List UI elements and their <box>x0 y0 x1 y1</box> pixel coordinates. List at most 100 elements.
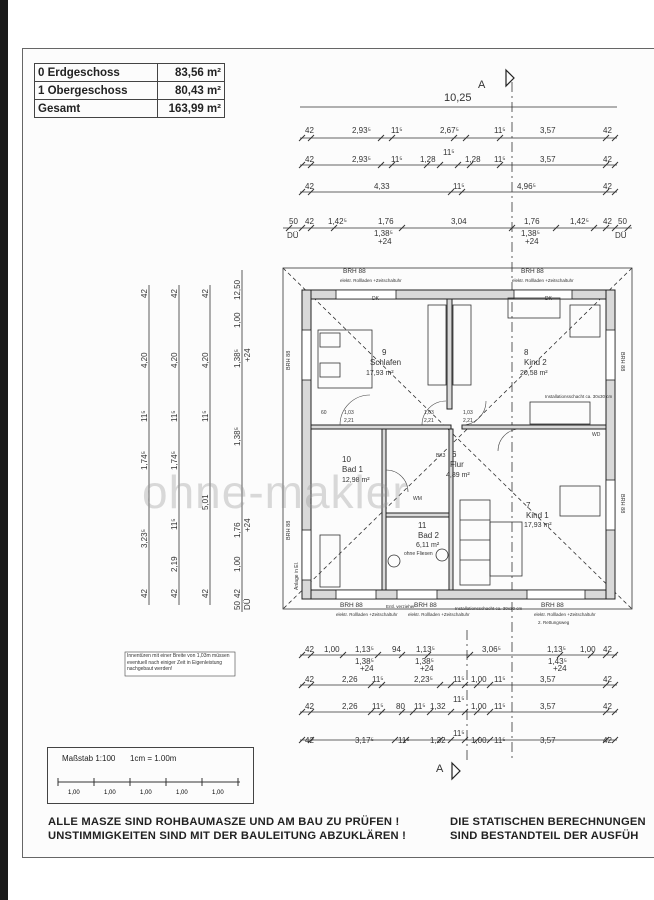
dimension-tick <box>552 224 560 232</box>
room-number: 6 <box>452 450 457 459</box>
room-number: 9 <box>382 348 387 357</box>
top-dim: 1,76 <box>378 217 394 226</box>
bottom-dim: 3,06⁵ <box>482 645 501 654</box>
top-dim: 1,38⁵ <box>374 229 393 238</box>
bottom-dim: 2,26 <box>342 675 358 684</box>
left-dim: 11⁵ <box>170 518 179 530</box>
dimension-tick <box>602 224 610 232</box>
bottom-dim: 42 <box>603 645 612 654</box>
section-marker-top: A <box>478 79 486 91</box>
dimension-tick <box>298 161 306 169</box>
room-area: 20,58 m² <box>520 370 548 377</box>
top-dim: 11⁵ <box>494 155 506 164</box>
top-dim: 2,93⁵ <box>352 126 371 135</box>
brh-label: BRH 88 <box>343 268 366 275</box>
door-width: 1,03 <box>463 410 473 416</box>
top-dim: 42 <box>603 126 612 135</box>
dimension-tick <box>447 188 455 196</box>
dimension-tick <box>466 651 474 659</box>
dimension-tick <box>462 134 470 142</box>
furniture <box>317 297 601 588</box>
top-dim: DÜ <box>615 231 627 240</box>
wm-label: WM <box>413 496 422 502</box>
bottom-dim: 42 <box>305 702 314 711</box>
room-area: 17,93 m² <box>524 522 552 529</box>
ohne-fliesen-label: ohne Fliesen <box>404 551 433 557</box>
brh-side-label: BRH 88 <box>286 521 292 540</box>
dimension-tick <box>307 651 315 659</box>
dimension-tick <box>466 161 474 169</box>
dimension-tick <box>298 708 306 716</box>
area-value: 163,99 m² <box>157 99 225 118</box>
door-height: 2,21 <box>463 418 473 424</box>
bottom-dim: 1,00 <box>471 736 487 745</box>
left-dim: 42 <box>201 589 210 598</box>
room-name: Kind 2 <box>524 358 547 367</box>
top-dim: 42 <box>603 217 612 226</box>
walls <box>301 289 616 600</box>
dimension-tick <box>398 224 406 232</box>
door-width: 1,03 <box>424 410 434 416</box>
dimension-tick <box>454 161 462 169</box>
bottom-dim: 3,57 <box>540 702 556 711</box>
bottom-dim: 1,00 <box>580 645 596 654</box>
bottom-dim: +24 <box>420 664 434 673</box>
dimension-tick <box>447 681 455 689</box>
bk3-label: BK3 <box>436 453 446 459</box>
top-dim: 4,96⁵ <box>517 182 536 191</box>
brh-label: BRH 88 <box>414 602 437 609</box>
room-area: 4,89 m² <box>446 472 470 479</box>
rollladen-label: elektr. Rollladen +Zeitschaltuhr <box>408 612 470 617</box>
dimension-tick <box>298 736 306 744</box>
bottom-dim: 11⁵ <box>398 736 410 745</box>
bottom-dim: 1,32 <box>430 702 446 711</box>
dimension-tick <box>461 708 469 716</box>
top-dim: 2,67⁵ <box>440 126 459 135</box>
dimension-tick <box>611 188 619 196</box>
dimension-tick <box>367 681 375 689</box>
left-dim: 42 <box>170 289 179 298</box>
scale-label: Maßstab 1:100 <box>62 754 116 763</box>
footer-line: SIND BESTANDTEIL DER AUSFÜH <box>450 830 639 842</box>
bottom-dim: 11⁵ <box>453 729 465 738</box>
scale-tick: 1,00 <box>176 790 188 796</box>
top-dim: 1,28 <box>420 155 436 164</box>
room-number: 11 <box>418 521 427 530</box>
dimension-tick <box>388 161 396 169</box>
bottom-dim: 1,43⁵ <box>548 657 567 666</box>
dimension-tick <box>458 188 466 196</box>
bottom-dim: 42 <box>305 736 314 745</box>
left-dim: DÜ <box>243 598 252 610</box>
bottom-dim: 11⁵ <box>414 702 426 711</box>
install-shaft-label: Installationsschacht ca. 30x30 cm <box>455 606 523 611</box>
dimension-tick <box>423 161 431 169</box>
top-dim: 42 <box>305 126 314 135</box>
bottom-dim: 42 <box>305 675 314 684</box>
dimension-tick <box>398 651 406 659</box>
bottom-dim: 1,38⁵ <box>415 657 434 666</box>
dimension-tick <box>377 161 385 169</box>
dimension-tick <box>587 651 595 659</box>
scale-tick: 1,00 <box>212 790 224 796</box>
scan-edge <box>0 0 8 900</box>
top-dim: 1,38⁵ <box>521 229 540 238</box>
left-dim: 4,20 <box>170 352 179 368</box>
top-dim: 3,57 <box>540 126 556 135</box>
top-dim: 11⁵ <box>443 148 455 157</box>
left-dim: 1,74⁵ <box>140 451 149 470</box>
left-dim: 2,19 <box>170 556 179 572</box>
wd-label: WD <box>592 432 601 438</box>
rollladen-label: elektr. Rollladen +Zeitschaltuhr <box>340 278 402 283</box>
door-60: 60 <box>321 410 327 416</box>
door-height: 2,21 <box>344 418 354 424</box>
bottom-dim: +24 <box>553 664 567 673</box>
left-dim: 1,38⁵ <box>233 349 242 368</box>
dimension-tick <box>298 134 306 142</box>
left-dim: 42 <box>140 289 149 298</box>
dk-label: DK <box>372 296 380 302</box>
left-dim: 42 <box>201 289 210 298</box>
left-dim: 1,74⁵ <box>170 451 179 470</box>
bottom-dim: 94 <box>392 645 401 654</box>
area-label: Gesamt <box>34 99 158 118</box>
top-dim: 50 <box>618 217 627 226</box>
